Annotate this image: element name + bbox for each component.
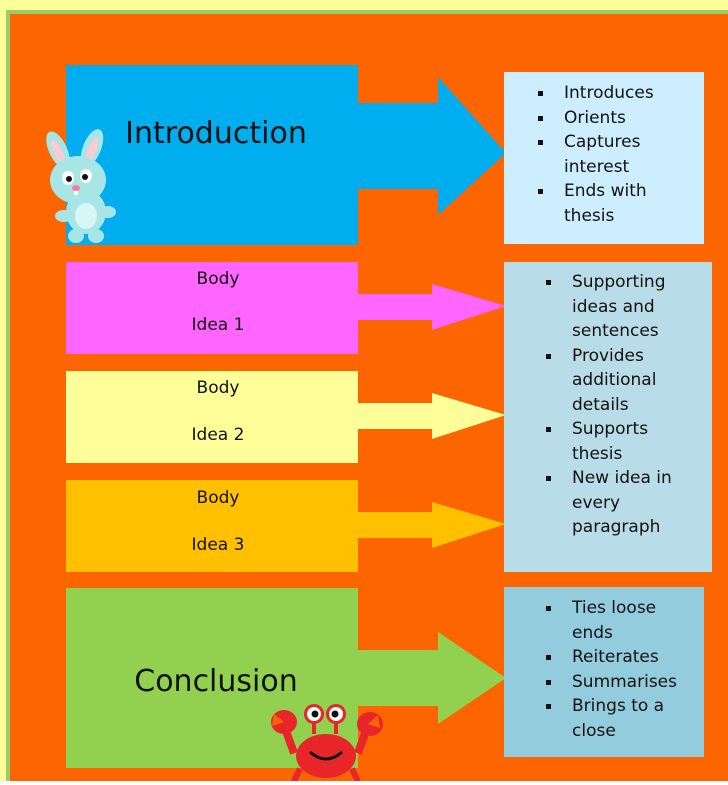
list-item: Ties loose ends — [546, 596, 676, 645]
conclusion-box: Ties loose ends Reiterates Summarises Br… — [504, 587, 704, 757]
conclusion-arrow-shape — [66, 588, 506, 768]
list-item: Ends with thesis — [538, 179, 664, 228]
body-idea-3-arrow — [66, 480, 506, 572]
conclusion-label: Conclusion — [134, 664, 298, 699]
list-item: Introduces — [538, 81, 704, 106]
body-idea-2-line1: Body — [196, 378, 240, 398]
bunny-icon — [28, 128, 118, 250]
introduction-list: Introduces Orients Captures interest End… — [538, 81, 704, 228]
body-idea-1-line1: Body — [196, 269, 240, 289]
body-box: Supporting ideas and sentences Provides … — [504, 262, 712, 572]
body-idea-1-arrow — [66, 262, 506, 354]
list-item: Summarises — [546, 670, 704, 695]
crab-icon — [266, 700, 386, 785]
list-item: Brings to a close — [546, 694, 672, 743]
list-item: Supporting ideas and sentences — [546, 270, 676, 344]
body-idea-1-line2: Idea 1 — [191, 315, 245, 335]
list-item: Reiterates — [546, 645, 704, 670]
list-item: New idea in every paragraph — [546, 466, 684, 540]
list-item: Orients — [538, 106, 704, 131]
body-idea-2-arrow-shape — [66, 371, 506, 463]
list-item: Supports thesis — [546, 417, 676, 466]
body-idea-3-arrow-shape — [66, 480, 506, 572]
body-idea-2-arrow — [66, 371, 506, 463]
introduction-arrow-shape — [66, 65, 506, 245]
body-list: Supporting ideas and sentences Provides … — [546, 270, 712, 540]
introduction-arrow — [66, 65, 506, 245]
conclusion-arrow — [66, 588, 506, 768]
introduction-box: Introduces Orients Captures interest End… — [504, 72, 704, 244]
body-idea-3-line1: Body — [196, 488, 240, 508]
list-item: Provides additional details — [546, 344, 676, 418]
body-idea-2-line2: Idea 2 — [191, 425, 245, 445]
list-item: Captures interest — [538, 130, 664, 179]
conclusion-list: Ties loose ends Reiterates Summarises Br… — [546, 596, 704, 743]
body-idea-1-arrow-shape — [66, 262, 506, 354]
introduction-label: Introduction — [125, 116, 307, 151]
body-idea-3-line2: Idea 3 — [191, 535, 245, 555]
